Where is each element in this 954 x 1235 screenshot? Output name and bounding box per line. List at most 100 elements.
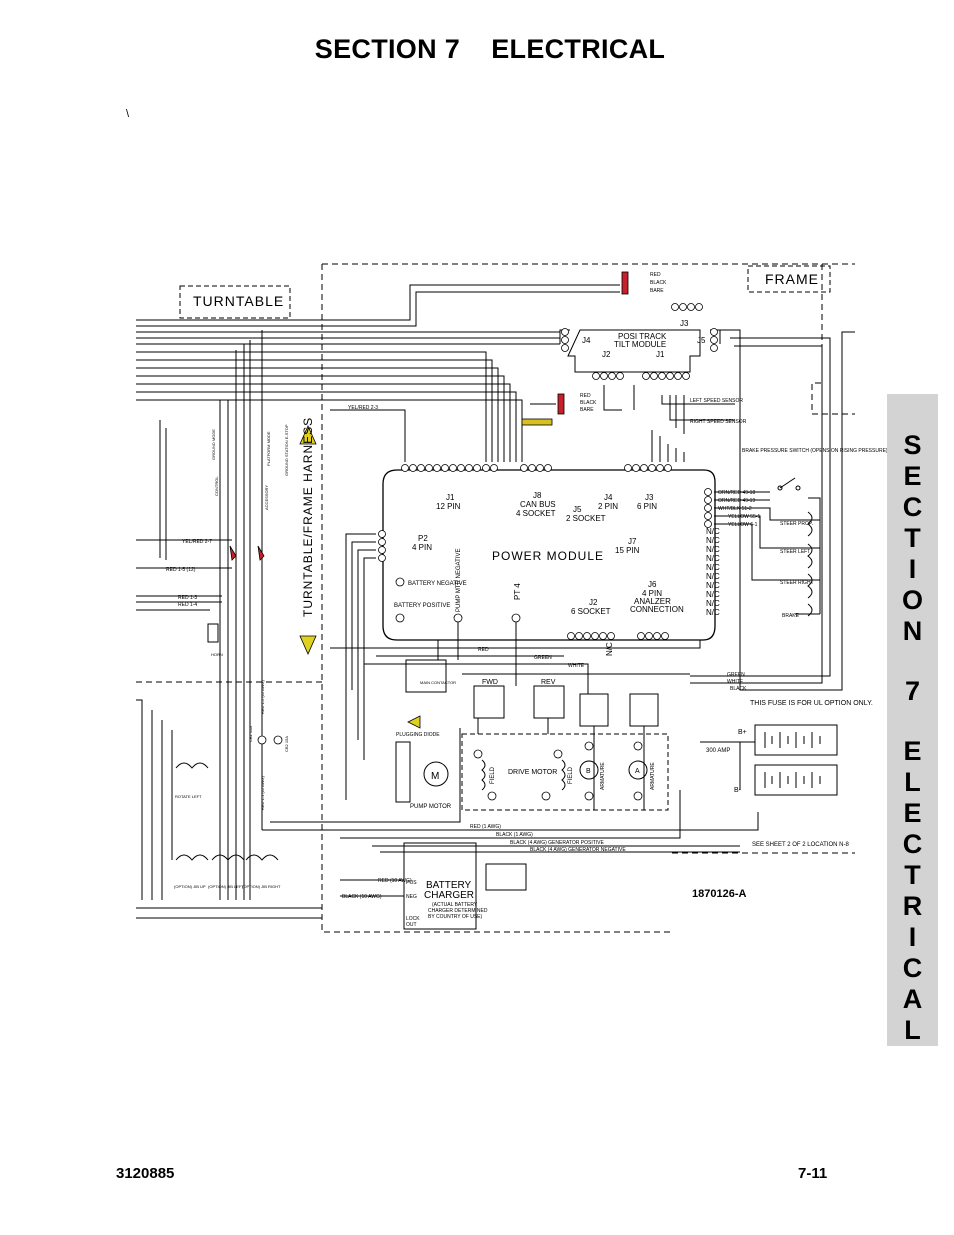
steer-prop: STEER PROP. bbox=[780, 521, 813, 527]
turntable-label-box bbox=[179, 285, 291, 319]
pump-motor-box bbox=[395, 741, 411, 803]
red-14: RED 1-4 bbox=[178, 602, 197, 608]
charger-pos: POS bbox=[406, 880, 417, 886]
side-tab-letter: E bbox=[903, 736, 922, 766]
wire-black1: BLACK (1 AWG) bbox=[496, 832, 533, 838]
j6-desc2: ANALZER bbox=[634, 597, 671, 606]
can-bus-terminator bbox=[521, 418, 553, 426]
frame-label: FRAME bbox=[765, 271, 819, 287]
fuse-note: THIS FUSE IS FOR UL OPTION ONLY. bbox=[750, 700, 873, 707]
j2-nc: N/C bbox=[605, 642, 614, 656]
harness-label: TURNTABLE/FRAME HARNESS bbox=[301, 417, 315, 617]
armature-b-label: B bbox=[586, 768, 591, 775]
p2-label: P2 bbox=[418, 534, 428, 543]
armature-right-label: ARMATURE bbox=[650, 762, 656, 790]
turntable-vertical-lines bbox=[136, 330, 263, 900]
j8-label: J8 bbox=[533, 491, 542, 500]
j2-label: J2 bbox=[589, 598, 598, 607]
jib-left-coil bbox=[211, 854, 245, 861]
wire-black: BLACK bbox=[730, 686, 747, 692]
pump-motor-circle bbox=[423, 761, 449, 787]
j7-nc-7: N/C bbox=[706, 581, 720, 590]
red-cable-markers bbox=[229, 271, 629, 561]
p2-wires bbox=[345, 533, 376, 800]
red-11-label: RED 1-1 (12 AWG) bbox=[260, 775, 265, 810]
power-module-title: POWER MODULE bbox=[492, 549, 604, 563]
control-label: CONTROL bbox=[214, 476, 219, 496]
wire-red: RED bbox=[478, 647, 489, 653]
side-tab-letter: C bbox=[902, 829, 923, 859]
side-tab-letter: C bbox=[902, 953, 923, 983]
charger-note1: (ACTUAL BATTERY bbox=[432, 902, 478, 908]
up-arrow bbox=[299, 425, 317, 445]
side-tab-letter: O bbox=[901, 585, 923, 615]
main-contactor bbox=[405, 659, 447, 693]
turntable-wire-bundle bbox=[136, 284, 620, 462]
j7-desc: 15 PIN bbox=[615, 546, 640, 555]
left-speed-sensor: LEFT SPEED SENSOR bbox=[690, 398, 743, 404]
drawing-number: 1870126-A bbox=[692, 888, 746, 900]
see-sheet: SEE SHEET 2 OF 2 LOCATION N-8 bbox=[752, 842, 849, 848]
frame-boundary bbox=[136, 263, 855, 933]
battery-upper bbox=[754, 724, 838, 756]
side-tab-gap bbox=[887, 707, 938, 736]
side-tab-gap bbox=[887, 647, 938, 676]
plugging-diode-label: PLUGGING DIODE bbox=[396, 732, 440, 738]
fuse-block-right bbox=[629, 693, 659, 727]
charger-note2: CHARGER DETERMINED bbox=[428, 908, 488, 914]
fwd-label: FWD bbox=[482, 679, 498, 686]
side-tab-letter: S bbox=[903, 430, 922, 460]
wire-red1: RED (1 AWG) bbox=[470, 824, 501, 830]
tilt-wire-black: BLACK bbox=[580, 400, 597, 406]
drive-box bbox=[461, 733, 669, 811]
horn-symbol bbox=[207, 623, 219, 643]
side-tab-letter: T bbox=[904, 523, 921, 553]
tilt-j4: J4 bbox=[582, 336, 591, 345]
cb2-label: CB2 15A bbox=[284, 736, 289, 752]
armature-a bbox=[628, 760, 648, 780]
battery-charger-box bbox=[403, 842, 477, 930]
j7-nc-1: N/C bbox=[706, 527, 720, 536]
rotate-left-label: ROTATE LEFT bbox=[175, 794, 202, 799]
wire-white-2: WHITE bbox=[568, 663, 585, 669]
rev-label: REV bbox=[541, 679, 556, 686]
pump-m: M bbox=[431, 771, 439, 782]
j7-nc-2: N/C bbox=[706, 536, 720, 545]
jib-right-label: (OPTION) JIB RIGHT bbox=[242, 884, 281, 889]
j6-desc3: CONNECTION bbox=[630, 605, 684, 614]
wire-black4pos: BLACK (4 AWG) GENERATOR POSITIVE bbox=[510, 840, 604, 846]
j7-wire-4: YELLOW 55-1 bbox=[728, 514, 760, 520]
horn-label: HORN bbox=[211, 652, 223, 657]
j5-label: J5 bbox=[573, 505, 582, 514]
steer-coils bbox=[807, 511, 813, 617]
tilt-wire-bare: BARE bbox=[580, 407, 594, 413]
side-tab-letter: R bbox=[902, 891, 923, 921]
side-tab-letter: A bbox=[902, 984, 923, 1014]
frame-wire-bare: BARE bbox=[650, 288, 664, 294]
jib-right-coil bbox=[245, 854, 279, 861]
j3-desc: 6 PIN bbox=[637, 502, 657, 511]
j7-nc-9: N/C bbox=[706, 599, 720, 608]
tilt-module-outline bbox=[567, 329, 701, 373]
side-tab-letter: C bbox=[902, 492, 923, 522]
j7-wires bbox=[714, 491, 821, 615]
rev-contactor bbox=[533, 685, 565, 719]
batt-pos-label: BATTERY POSITIVE bbox=[394, 603, 450, 609]
j4-desc: 2 PIN bbox=[598, 502, 618, 511]
jib-left-label: (OPTION) JIB LEFT bbox=[208, 884, 244, 889]
charger-lock: LOCK bbox=[406, 916, 420, 922]
ground-station-label: GROUND STATION E-STOP bbox=[284, 424, 289, 476]
main-power-wire bbox=[330, 640, 701, 649]
cb1-label: CB1 15A bbox=[248, 726, 253, 742]
pump-neg-label: PUMP MTR NEGATIVE bbox=[456, 549, 462, 612]
field-left-label: FIELD bbox=[490, 766, 496, 784]
steer-right: STEER RIGHT bbox=[780, 580, 814, 586]
field-coil-left bbox=[481, 759, 486, 791]
battery-lower bbox=[754, 764, 838, 796]
tilt-j2: J2 bbox=[602, 350, 611, 359]
j4-label: J4 bbox=[604, 493, 613, 502]
charger-neg: NEG bbox=[406, 894, 417, 900]
main-contactor-label: MAIN CONTACTOR bbox=[420, 680, 456, 685]
tilt-j3: J3 bbox=[680, 319, 689, 328]
armature-b bbox=[579, 760, 599, 780]
